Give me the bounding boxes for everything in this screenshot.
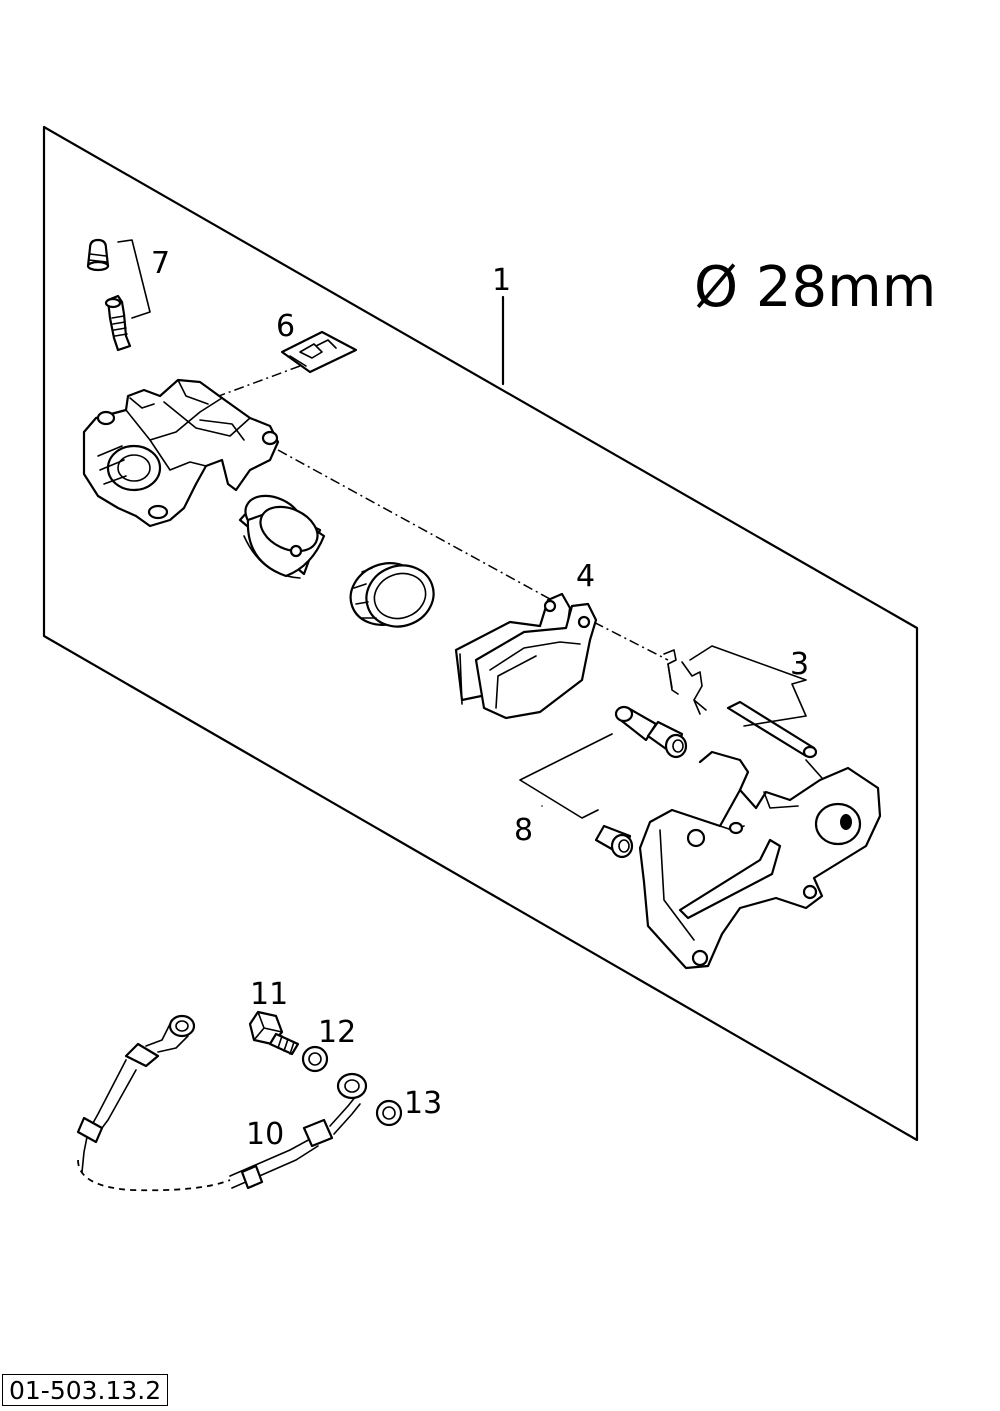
assembly-line-a — [207, 365, 301, 401]
assembly-line-b — [277, 449, 669, 661]
brake-hose: 10 — [76, 1014, 368, 1192]
callout-7: 7 — [151, 246, 170, 281]
diameter-spec-label: Ø 28mm — [694, 255, 936, 320]
reference-code-label: 01-503.13.2 — [2, 1374, 169, 1406]
caliper-body — [82, 378, 280, 528]
callout-8: 8 — [514, 813, 533, 848]
callout-11: 11 — [250, 977, 288, 1012]
pad-retainer-plate: 6 — [276, 309, 358, 374]
callout-4: 4 — [576, 559, 595, 594]
guide-pins-group: 8 — [514, 705, 688, 859]
callout-6: 6 — [276, 309, 295, 344]
washer-13: 13 — [375, 1086, 442, 1127]
pad-pin-and-clip: 3 — [663, 645, 818, 759]
bleeder-screw-group: 7 — [86, 238, 170, 352]
callout-12: 12 — [318, 1015, 356, 1050]
washer-12: 12 — [301, 1015, 356, 1073]
callout-10: 10 — [246, 1117, 284, 1152]
caliper-piston — [238, 494, 326, 579]
callout-1: 1 — [492, 263, 511, 298]
callout-13: 13 — [404, 1086, 442, 1121]
assembly-boundary — [42, 125, 919, 1142]
caliper-bracket — [638, 750, 882, 970]
piston-seal — [349, 562, 435, 628]
callout-3: 3 — [790, 647, 809, 682]
banjo-bolt: 11 — [248, 977, 300, 1056]
brake-pads: 4 — [454, 559, 598, 720]
